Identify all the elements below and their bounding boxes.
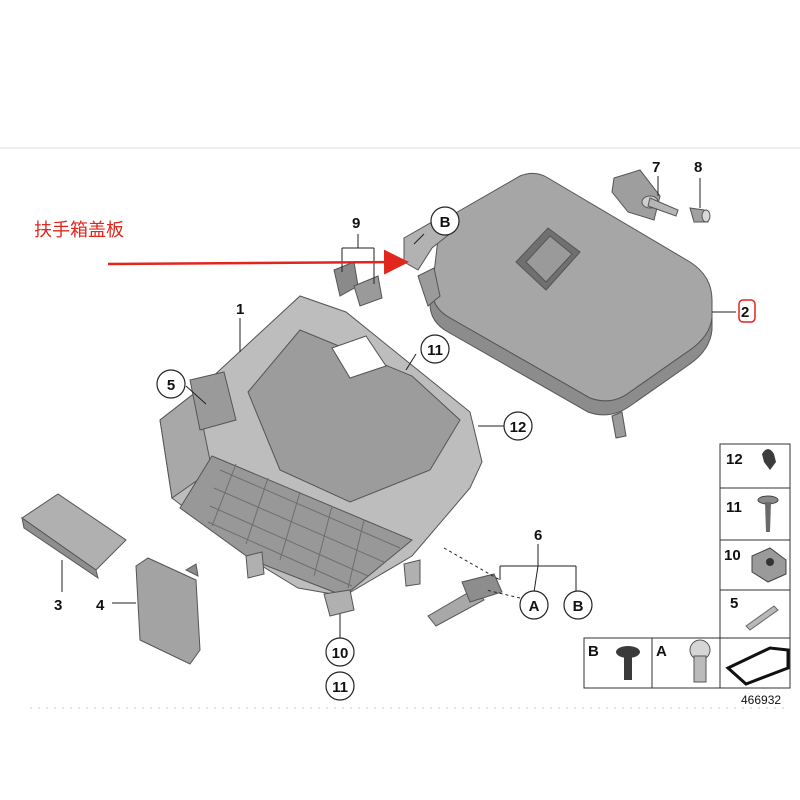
legend-item-5: 5 [730, 595, 738, 612]
diagram-reference-number: 466932 [741, 693, 781, 707]
label-ref-b-top: B [440, 214, 451, 231]
glovebox-housing [159, 295, 483, 617]
legend-item-11: 11 [726, 499, 742, 516]
label-part-10: 10 [332, 645, 349, 662]
legend-item-b: B [588, 643, 599, 660]
side-panel-part [135, 557, 201, 665]
label-part-12: 12 [510, 419, 527, 436]
fastener-legend-bottom: B A [583, 637, 721, 689]
circle-part-10 [325, 637, 355, 667]
circle-part-11-bottom [325, 671, 355, 701]
legend-item-12: 12 [726, 451, 743, 468]
leader-lines [61, 176, 736, 638]
small-cover-part [21, 493, 127, 580]
fastener-legend: 12 11 10 5 [719, 443, 791, 689]
circle-ref-b-top [430, 206, 460, 236]
label-part-6: 6 [534, 527, 542, 544]
label-part-9: 9 [352, 215, 360, 232]
clip-12-icon [762, 449, 776, 470]
label-part-2-highlight [738, 299, 756, 323]
red-arrow [107, 249, 409, 275]
label-part-11-bottom: 11 [332, 679, 348, 696]
label-part-2: 2 [741, 304, 749, 321]
edge-clip-icon [725, 646, 790, 686]
label-ref-b-bottom: B [573, 598, 584, 615]
pin-5-icon [745, 605, 779, 631]
label-part-1: 1 [236, 301, 244, 318]
latch-part [427, 573, 503, 627]
circle-part-12 [503, 411, 533, 441]
legend-item-10: 10 [724, 547, 741, 564]
hinge-parts [333, 261, 383, 307]
clip-b-icon [616, 646, 640, 658]
label-part-7: 7 [652, 159, 660, 176]
screw-part [689, 207, 711, 223]
lock-part [611, 169, 679, 221]
circle-ref-a [519, 590, 549, 620]
label-part-4: 4 [96, 597, 105, 614]
circle-part-11-top [420, 334, 450, 364]
label-part-3: 3 [54, 597, 62, 614]
circle-ref-b-bottom [563, 590, 593, 620]
legend-item-a: A [656, 643, 667, 660]
label-part-5: 5 [167, 377, 175, 394]
label-part-8: 8 [694, 159, 702, 176]
annotation-text: 扶手箱盖板 [34, 220, 124, 241]
circle-part-5 [156, 369, 186, 399]
label-part-11-top: 11 [427, 342, 443, 359]
label-ref-a: A [529, 598, 540, 615]
